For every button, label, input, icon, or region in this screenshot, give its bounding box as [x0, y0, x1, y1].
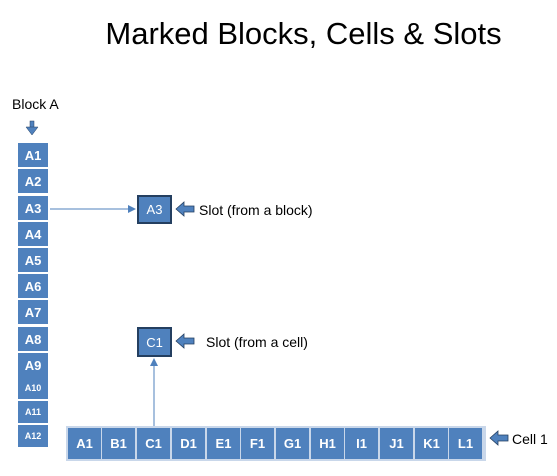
- row-cell-f1: F1: [241, 428, 274, 459]
- row-cell-j1: J1: [380, 428, 413, 459]
- row-cell-l1: L1: [449, 428, 482, 459]
- slot-from-cell-label: Slot (from a cell): [206, 334, 308, 350]
- block-cell-a2: A2: [18, 169, 48, 193]
- block-cell-a11: A11: [18, 401, 48, 423]
- left-arrow-icon: [175, 333, 195, 349]
- block-cell-a10: A10: [18, 377, 48, 399]
- page-title: Marked Blocks, Cells & Slots: [105, 16, 502, 51]
- left-arrow-icon: [489, 430, 509, 446]
- slot-from-block: A3: [137, 195, 172, 224]
- block-cell-a12: A12: [18, 425, 48, 447]
- cell-to-slot-connector: [150, 358, 158, 426]
- block-to-slot-connector: [50, 205, 136, 213]
- block-cell-a7: A7: [18, 300, 48, 324]
- row-cell-d1: D1: [172, 428, 205, 459]
- block-cell-a5: A5: [18, 248, 48, 272]
- block-cell-a4: A4: [18, 222, 48, 246]
- block-label: Block A: [12, 96, 59, 112]
- block-cell-a3: A3: [18, 196, 48, 220]
- block-cell-a6: A6: [18, 274, 48, 298]
- slot-from-block-label: Slot (from a block): [199, 202, 313, 218]
- row-label: Cell 1: [512, 431, 548, 447]
- block-cell-a1: A1: [18, 143, 48, 167]
- slot-from-cell: C1: [137, 327, 172, 357]
- block-cell-a8: A8: [18, 327, 48, 351]
- row-cell-k1: K1: [415, 428, 448, 459]
- row-cell-i1: I1: [345, 428, 378, 459]
- down-arrow-icon: [25, 120, 39, 136]
- row-cell-c1: C1: [137, 428, 170, 459]
- row-cell-g1: G1: [276, 428, 309, 459]
- block-cell-a9: A9: [18, 353, 48, 377]
- left-arrow-icon: [175, 201, 195, 217]
- row-cell-a1: A1: [68, 428, 101, 459]
- row-cell-h1: H1: [311, 428, 344, 459]
- row-cell-b1: B1: [102, 428, 135, 459]
- row-cell-e1: E1: [207, 428, 240, 459]
